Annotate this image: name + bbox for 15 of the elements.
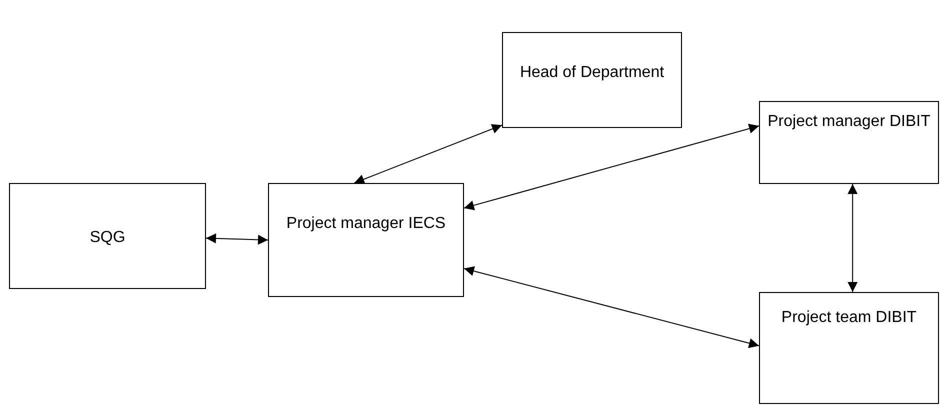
arrow — [848, 184, 858, 292]
box — [502, 32, 682, 128]
arrow — [206, 233, 268, 245]
box-label: Head of Department — [520, 63, 664, 83]
box — [268, 183, 464, 297]
arrow — [464, 266, 760, 348]
box-label: Project manager IECS — [286, 214, 446, 234]
box-label: Project team DIBIT — [781, 308, 917, 328]
box-label: SQG — [90, 228, 126, 248]
box — [759, 101, 939, 184]
box — [759, 292, 939, 404]
arrow — [354, 124, 502, 184]
box — [9, 183, 206, 289]
arrow — [464, 124, 760, 210]
box-label: Project manager DIBIT — [768, 112, 930, 132]
